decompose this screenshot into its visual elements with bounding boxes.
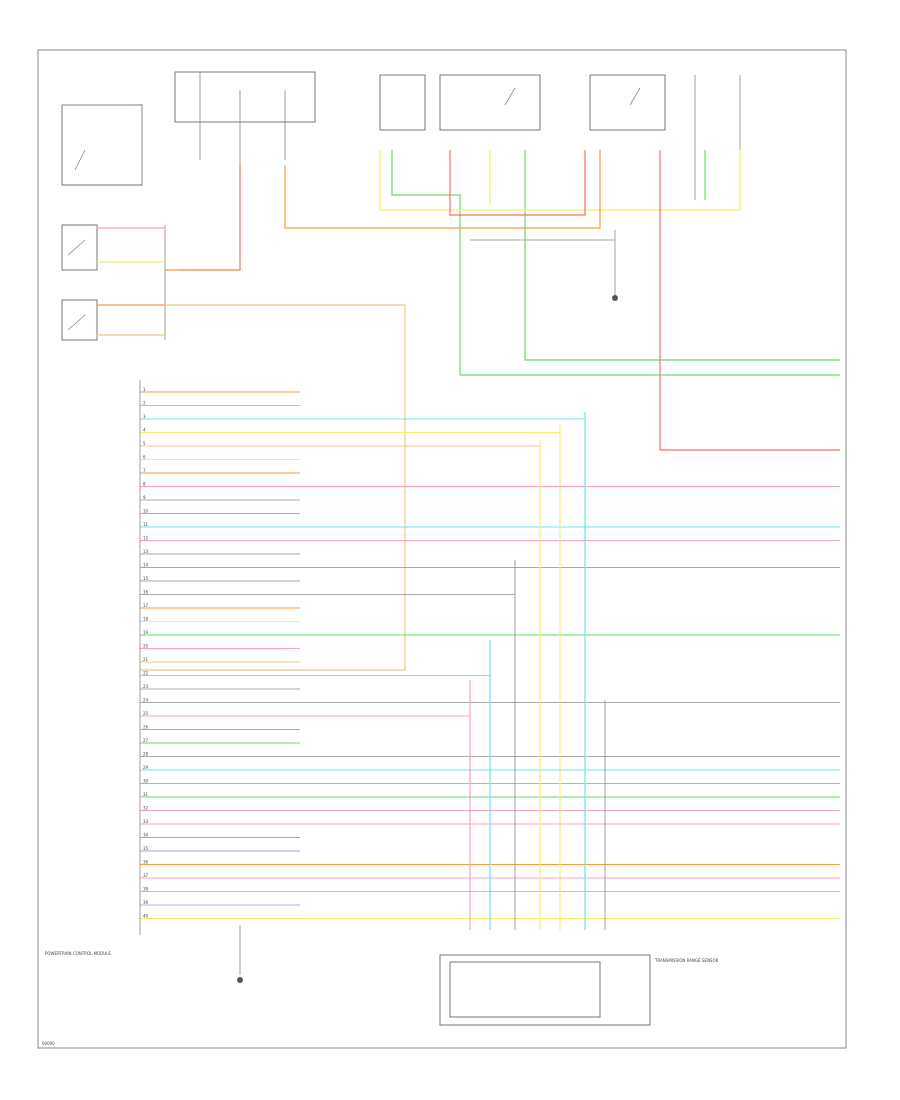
pcm-pin-number: 28 [143, 752, 149, 757]
wire-yellow-top [379, 150, 741, 211]
pcm-pin-number: 37 [143, 873, 149, 878]
fuse-block [174, 71, 316, 123]
pcm-pin-number: 21 [143, 657, 149, 662]
pcm-pin-number: 18 [143, 617, 149, 622]
pcm-pin-number: 38 [143, 887, 149, 892]
pcm-pin-number: 12 [143, 536, 149, 541]
pcm-pin-number: 6 [143, 455, 146, 460]
pcm-pin-number: 19 [143, 630, 149, 635]
wire-green-1 [391, 150, 840, 376]
wire-green-2 [524, 150, 840, 361]
pcm-pin-number: 9 [143, 495, 146, 500]
pcm-pin-number: 4 [143, 428, 146, 433]
pcm-pin-number: 33 [143, 819, 149, 824]
pcm-pin-number: 25 [143, 711, 149, 716]
pcm-pin-number: 36 [143, 860, 149, 865]
pcm-pin-number: 13 [143, 549, 149, 554]
pcm-pin-number: 24 [143, 698, 149, 703]
pcm-pin-number: 1 [143, 387, 146, 392]
bottom-trunk-wires [469, 412, 606, 930]
bottom-component [237, 925, 651, 1026]
footer-code: 00000 [42, 1041, 55, 1046]
wire-red-top [449, 150, 586, 216]
wire-red-long [659, 150, 840, 451]
bottom-component-label: TRANSMISSION RANGE SENSOR [654, 958, 719, 963]
ground-symbol-bottom [237, 977, 243, 983]
pcm-pin-number: 2 [143, 401, 146, 406]
pcm-pin-number: 7 [143, 468, 146, 473]
top-left-switch-box [61, 104, 143, 186]
top-components [61, 71, 741, 301]
pcm-pin-number: 15 [143, 576, 149, 581]
diagram-frame [37, 49, 847, 1049]
pcm-pin-number: 20 [143, 644, 149, 649]
pcm-pin-number: 14 [143, 563, 149, 568]
pcm-pin-number: 34 [143, 833, 149, 838]
pcm-pin-number: 26 [143, 725, 149, 730]
pcm-pin-number: 32 [143, 806, 149, 811]
pcm-pin-number: 22 [143, 671, 149, 676]
pcm-pin-number: 30 [143, 779, 149, 784]
pcm-pin-number: 31 [143, 792, 149, 797]
pcm-pin-number: 10 [143, 509, 149, 514]
pcm-pin-number: 40 [143, 914, 149, 919]
pcm-pin-number: 8 [143, 482, 146, 487]
pcm-pin-number: 17 [143, 603, 149, 608]
pcm-pin-number: 5 [143, 441, 146, 446]
pcm-pin-number: 11 [143, 522, 149, 527]
pcm-label: POWERTRAIN CONTROL MODULE [45, 951, 111, 956]
relay-box-2 [439, 74, 541, 131]
pcm-pin-number: 29 [143, 765, 149, 770]
pcm-pin-number: 27 [143, 738, 149, 743]
left-switches [61, 224, 406, 671]
pcm-pin-number: 23 [143, 684, 149, 689]
ground-symbol-top [612, 295, 618, 301]
switch-box-2 [61, 299, 98, 341]
wire-red-fuse [180, 165, 241, 271]
wire-orange-top [284, 150, 601, 229]
transmission-range-sensor-box [439, 954, 651, 1026]
pcm-pin-number: 35 [143, 846, 149, 851]
pcm-pin-number: 3 [143, 414, 146, 419]
relay-box-3 [589, 74, 666, 131]
wire-tan-long [140, 304, 406, 671]
switch-box-1 [61, 224, 98, 271]
relay-box-1 [379, 74, 426, 131]
pcm-pin-number: 16 [143, 590, 149, 595]
pcm-pin-number: 39 [143, 900, 149, 905]
